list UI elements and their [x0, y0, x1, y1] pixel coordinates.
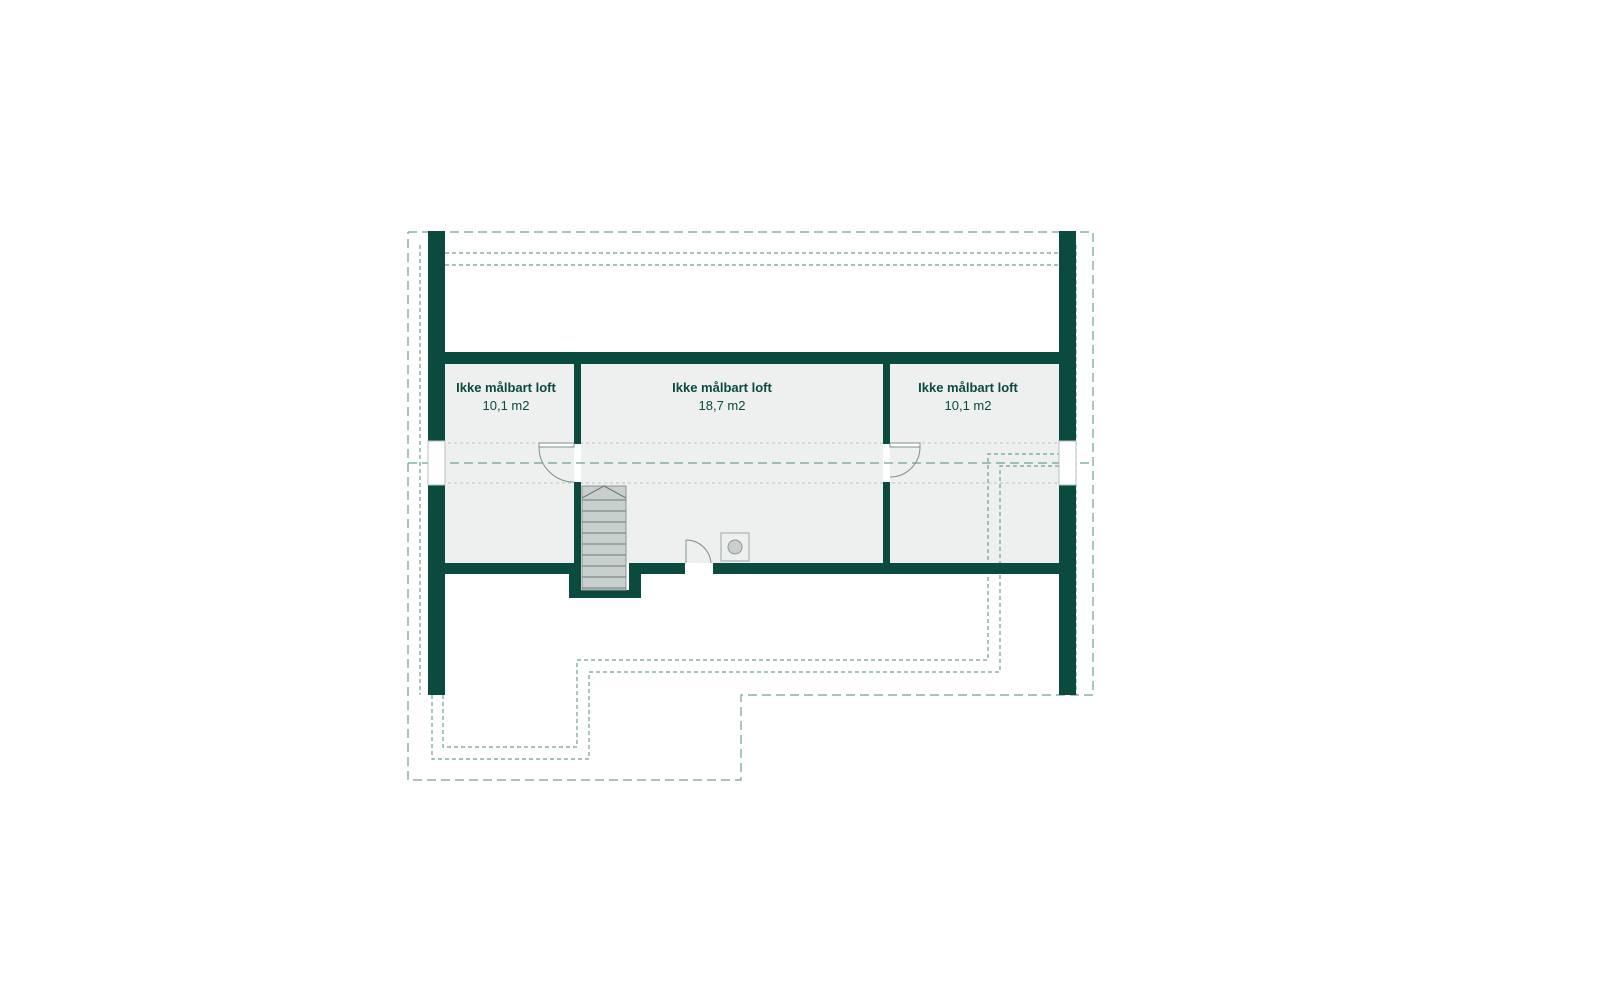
room-labels: Ikke målbart loft 10,1 m2 Ikke målbart l…	[456, 380, 1018, 413]
knee-wall-bottom-mid	[633, 563, 685, 574]
room-name-center: Ikke målbart loft	[672, 380, 772, 395]
vent-circle	[727, 539, 743, 555]
chimney-vent	[720, 532, 750, 562]
partition-right-upper	[883, 364, 890, 444]
room-name-right: Ikke målbart loft	[918, 380, 1018, 395]
stair-steps	[582, 499, 626, 589]
outer-wall-left-lower	[428, 485, 445, 695]
room-name-left: Ikke målbart loft	[456, 380, 556, 395]
door-left-room	[538, 442, 575, 483]
knee-wall-top	[428, 352, 1076, 364]
outer-wall-right-lower	[1059, 485, 1076, 695]
stair-wall-right	[629, 563, 641, 598]
window-left	[427, 440, 446, 486]
walls	[428, 231, 1076, 695]
stair-arrow	[581, 485, 627, 499]
vent-box	[720, 532, 750, 562]
door-right-swing	[889, 446, 921, 478]
skylight-band	[430, 442, 1070, 484]
stair-run	[581, 485, 627, 591]
room-area-left: 10,1 m2	[483, 398, 530, 413]
door-hatch	[685, 539, 712, 564]
door-left-swing	[538, 446, 575, 483]
knee-wall-bottom-right	[713, 563, 1076, 574]
outer-wall-right-upper	[1059, 231, 1076, 441]
door-right-room	[889, 442, 921, 478]
door-right-leaf	[889, 442, 921, 448]
room-area-center: 18,7 m2	[699, 398, 746, 413]
stair-wall-left	[569, 563, 581, 598]
door-hatch-swing	[685, 539, 712, 564]
partition-left-lower	[574, 482, 581, 574]
outer-wall-left-upper	[428, 231, 445, 441]
doors	[538, 442, 921, 564]
room-area-right: 10,1 m2	[945, 398, 992, 413]
gable-windows	[427, 440, 1077, 486]
door-left-leaf	[538, 442, 575, 448]
partition-left-upper	[574, 364, 581, 444]
dashed-outlines	[407, 231, 1094, 781]
lower-floor-outline-2	[431, 465, 1059, 760]
window-right	[1058, 440, 1077, 486]
knee-wall-bottom-left	[428, 563, 581, 574]
stair	[581, 485, 627, 591]
roof-outline	[407, 231, 1094, 781]
partition-right-lower	[883, 482, 890, 563]
lower-floor-outline-1	[442, 453, 1059, 748]
stair-wall-bottom	[569, 590, 641, 598]
